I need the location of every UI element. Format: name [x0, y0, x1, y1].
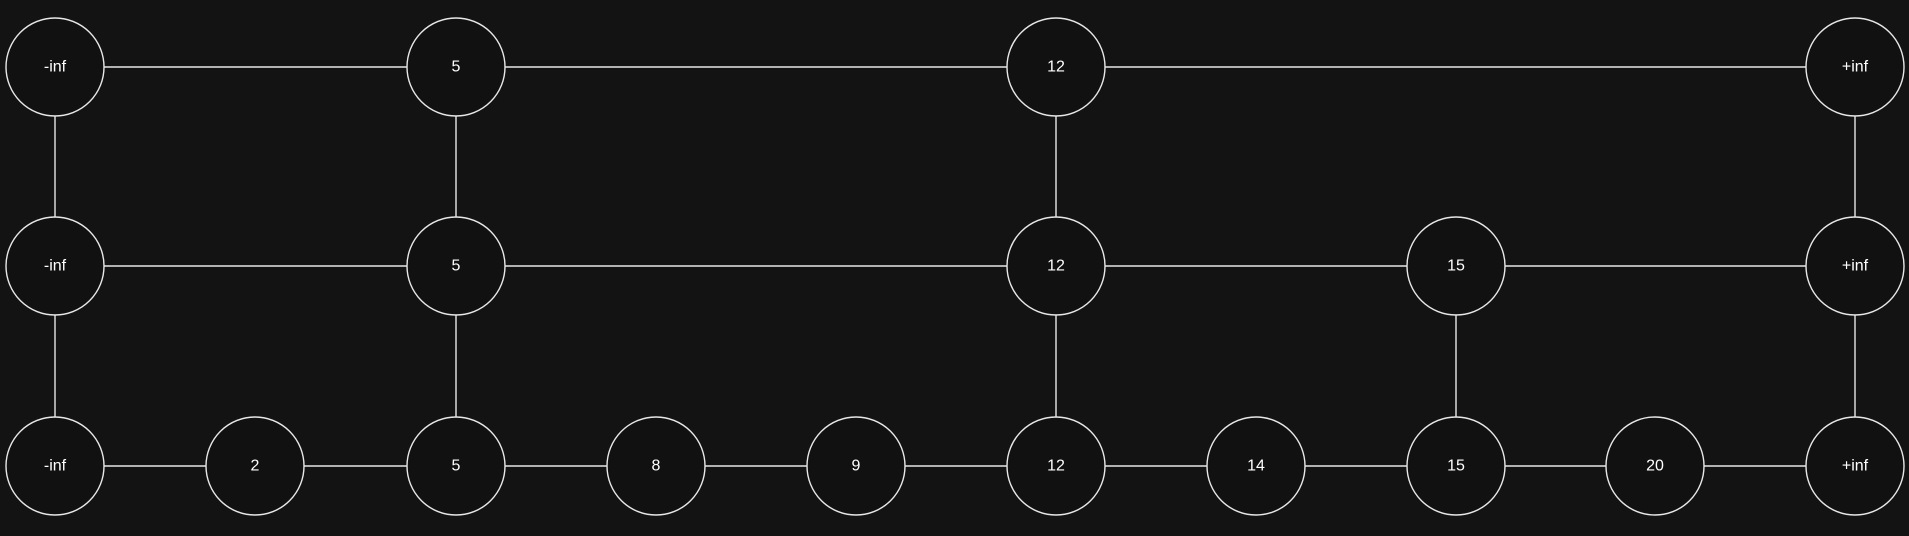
node-circle	[406, 17, 506, 117]
node-circle	[1006, 17, 1106, 117]
node-circle	[5, 216, 105, 316]
skip-list-node: 20	[1605, 416, 1705, 516]
skip-list-node: 8	[606, 416, 706, 516]
edges-layer	[54, 66, 1856, 467]
node-label: 5	[452, 258, 461, 275]
skip-list-node: 9	[806, 416, 906, 516]
skip-list-node: 12	[1006, 416, 1106, 516]
node-label: -inf	[44, 258, 67, 275]
node-label: +inf	[1842, 258, 1869, 275]
skip-list-node: -inf	[5, 216, 105, 316]
skip-list-node: +inf	[1805, 216, 1905, 316]
skip-list-node: 14	[1206, 416, 1306, 516]
skip-list-node: +inf	[1805, 416, 1905, 516]
node-circle	[1605, 416, 1705, 516]
skip-list-node: -inf	[5, 17, 105, 117]
node-label: 5	[452, 59, 461, 76]
node-circle	[5, 416, 105, 516]
nodes-layer: -inf 5 12 +inf -inf 5 12 15 +inf -inf 2 5 8 9 12 14 15 20…	[5, 17, 1905, 516]
node-label: +inf	[1842, 458, 1869, 475]
node-circle	[1805, 216, 1905, 316]
node-circle	[606, 416, 706, 516]
node-circle	[406, 416, 506, 516]
node-label: 20	[1646, 458, 1664, 475]
node-circle	[1805, 416, 1905, 516]
skip-list-node: 5	[406, 216, 506, 316]
node-label: 15	[1447, 458, 1465, 475]
node-label: -inf	[44, 458, 67, 475]
node-label: 12	[1047, 59, 1065, 76]
node-label: 12	[1047, 258, 1065, 275]
node-label: +inf	[1842, 59, 1869, 76]
node-circle	[406, 216, 506, 316]
node-label: 5	[452, 458, 461, 475]
skip-list-node: 15	[1406, 216, 1506, 316]
skip-list-node: 2	[205, 416, 305, 516]
skip-list-node: 15	[1406, 416, 1506, 516]
node-circle	[1406, 216, 1506, 316]
node-circle	[806, 416, 906, 516]
node-label: -inf	[44, 59, 67, 76]
node-label: 9	[852, 458, 861, 475]
node-circle	[1206, 416, 1306, 516]
node-label: 15	[1447, 258, 1465, 275]
node-circle	[205, 416, 305, 516]
node-circle	[1406, 416, 1506, 516]
skip-list-node: 12	[1006, 17, 1106, 117]
node-label: 2	[251, 458, 260, 475]
node-circle	[1805, 17, 1905, 117]
node-label: 8	[652, 458, 661, 475]
skip-list-node: +inf	[1805, 17, 1905, 117]
skip-list-node: 12	[1006, 216, 1106, 316]
skip-list-node: -inf	[5, 416, 105, 516]
skip-list-node: 5	[406, 17, 506, 117]
node-circle	[1006, 416, 1106, 516]
node-circle	[5, 17, 105, 117]
node-circle	[1006, 216, 1106, 316]
node-label: 14	[1247, 458, 1265, 475]
node-label: 12	[1047, 458, 1065, 475]
skip-list-node: 5	[406, 416, 506, 516]
